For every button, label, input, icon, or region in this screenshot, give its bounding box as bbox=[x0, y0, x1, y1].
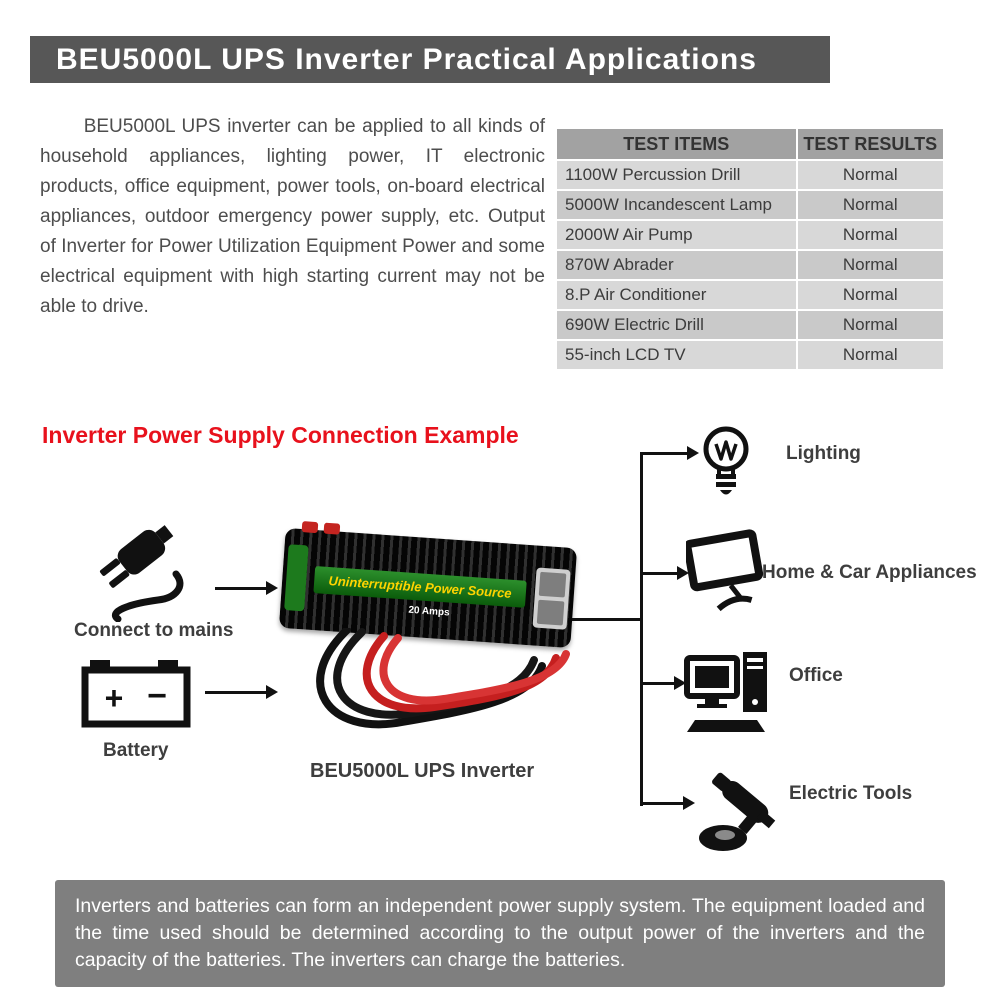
inverter-tree-connector bbox=[572, 618, 640, 621]
test-result-cell: Normal bbox=[795, 249, 946, 281]
inverter-band: Uninterruptible Power Source bbox=[313, 566, 527, 608]
output-label: Office bbox=[789, 665, 843, 686]
test-results-header: TEST RESULTS bbox=[795, 127, 946, 161]
inverter-badge: 20 Amps bbox=[408, 604, 451, 619]
table-row: 8.P Air Conditioner Normal bbox=[555, 279, 946, 311]
test-item-cell: 5000W Incandescent Lamp bbox=[555, 189, 798, 221]
inverter-brand-patch bbox=[284, 544, 309, 612]
mains-plug-icon bbox=[88, 522, 203, 627]
test-item-cell: 870W Abrader bbox=[555, 249, 798, 281]
table-header-row: TEST ITEMS TEST RESULTS bbox=[555, 127, 946, 161]
output-arrow-icon bbox=[642, 566, 689, 580]
inverter-caption: BEU5000L UPS Inverter bbox=[310, 760, 535, 782]
table-row: 1100W Percussion Drill Normal bbox=[555, 159, 946, 191]
inverter-band-text: Uninterruptible Power Source bbox=[328, 573, 513, 601]
battery-minus-sign: − bbox=[147, 677, 167, 715]
connection-example-heading: Inverter Power Supply Connection Example bbox=[42, 422, 519, 448]
table-row: 2000W Air Pump Normal bbox=[555, 219, 946, 251]
table-row: 690W Electric Drill Normal bbox=[555, 309, 946, 341]
tree-vertical-line bbox=[640, 452, 643, 806]
output-arrow-icon bbox=[642, 676, 686, 690]
battery-plus-sign: + bbox=[105, 680, 124, 716]
test-result-cell: Normal bbox=[795, 339, 946, 371]
test-result-cell: Normal bbox=[795, 189, 946, 221]
test-item-cell: 8.P Air Conditioner bbox=[555, 279, 798, 311]
footer-note: Inverters and batteries can form an inde… bbox=[55, 880, 945, 987]
test-result-cell: Normal bbox=[795, 279, 946, 311]
test-item-cell: 1100W Percussion Drill bbox=[555, 159, 798, 191]
battery-arrow-icon bbox=[205, 685, 278, 699]
output-arrow-icon bbox=[642, 796, 695, 810]
inverter-outlets bbox=[532, 567, 571, 630]
table-row: 55-inch LCD TV Normal bbox=[555, 339, 946, 371]
inverter-cables bbox=[316, 628, 570, 729]
mains-arrow-icon bbox=[215, 581, 278, 595]
output-label: Home & Car Appliances bbox=[762, 562, 977, 583]
output-label: Lighting bbox=[786, 443, 861, 464]
angle-grinder-icon bbox=[692, 762, 780, 867]
test-results-table: TEST ITEMS TEST RESULTS 1100W Percussion… bbox=[555, 127, 946, 371]
mains-label: Connect to mains bbox=[74, 620, 234, 641]
table-row: 870W Abrader Normal bbox=[555, 249, 946, 281]
desktop-computer-icon bbox=[683, 648, 778, 745]
test-item-cell: 2000W Air Pump bbox=[555, 219, 798, 251]
inverter-terminals bbox=[301, 521, 341, 535]
tv-icon bbox=[683, 528, 766, 623]
battery-label: Battery bbox=[103, 740, 169, 761]
test-item-cell: 690W Electric Drill bbox=[555, 309, 798, 341]
test-result-cell: Normal bbox=[795, 159, 946, 191]
output-label: Electric Tools bbox=[789, 783, 913, 804]
table-row: 5000W Incandescent Lamp Normal bbox=[555, 189, 946, 221]
output-arrow-icon bbox=[642, 446, 699, 460]
lightbulb-icon bbox=[698, 424, 754, 509]
test-result-cell: Normal bbox=[795, 219, 946, 251]
test-result-cell: Normal bbox=[795, 309, 946, 341]
test-items-header: TEST ITEMS bbox=[555, 127, 798, 161]
battery-icon: + − bbox=[80, 652, 192, 737]
test-item-cell: 55-inch LCD TV bbox=[555, 339, 798, 371]
title-banner: BEU5000L UPS Inverter Practical Applicat… bbox=[30, 36, 830, 83]
page-title: BEU5000L UPS Inverter Practical Applicat… bbox=[56, 42, 757, 76]
intro-paragraph: BEU5000L UPS inverter can be applied to … bbox=[40, 116, 545, 317]
